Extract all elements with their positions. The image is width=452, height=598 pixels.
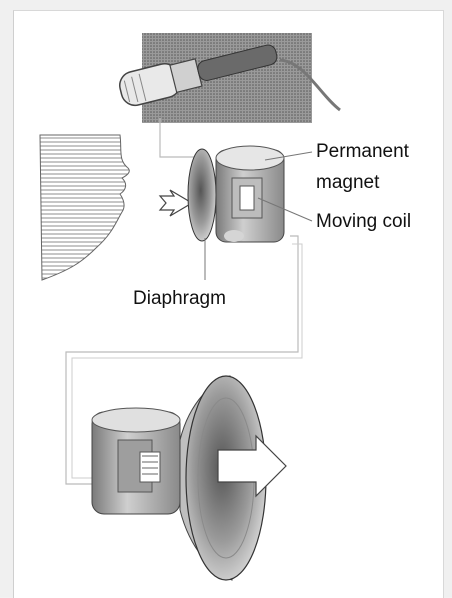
label-permanent: Permanent [316, 141, 409, 163]
label-magnet: magnet [316, 172, 379, 194]
microphone-photo [117, 33, 340, 123]
face-profile [40, 135, 129, 280]
label-moving-coil: Moving coil [316, 211, 411, 233]
microphone-cross-section [188, 146, 284, 242]
sound-arrow [160, 190, 192, 216]
label-diaphragm: Diaphragm [133, 288, 226, 310]
